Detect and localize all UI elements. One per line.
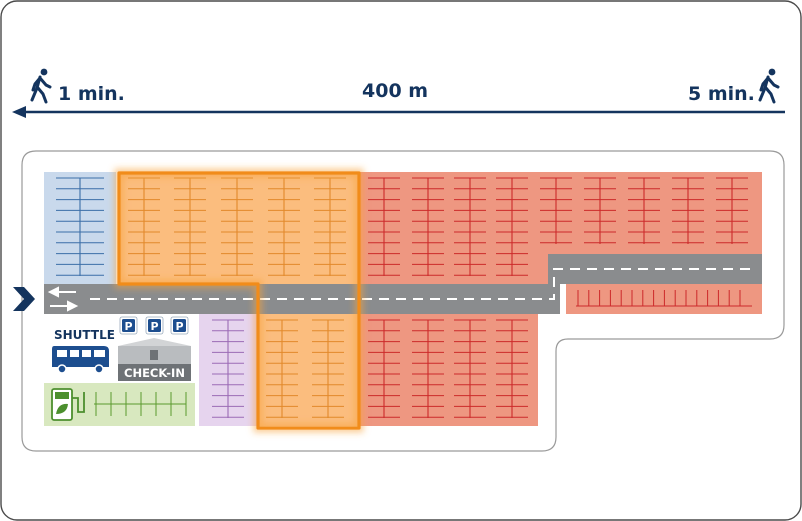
svg-text:P: P	[124, 320, 132, 333]
check-in-building-icon	[118, 338, 191, 381]
walk-distance: 400 m	[362, 80, 429, 102]
parking-sign-icon: P	[170, 316, 189, 335]
parking-stalls	[56, 177, 752, 418]
entrance-chevron-icon	[13, 287, 35, 311]
walking-person-icon	[30, 68, 52, 104]
shuttle-bus-icon	[52, 346, 109, 374]
walk-time-left: 1 min.	[58, 83, 125, 105]
left-arrow-icon	[12, 106, 26, 118]
check-in-label: CHECK-IN	[124, 366, 185, 380]
parking-sign-icon: P	[119, 316, 138, 335]
walk-time-right: 5 min.	[688, 83, 755, 105]
walking-person-icon	[758, 68, 780, 104]
parking-sign-icon: P	[145, 316, 164, 335]
ev-charger-icon	[51, 388, 85, 421]
highlight-zone	[114, 168, 364, 433]
road-center-line	[90, 268, 752, 300]
svg-text:P: P	[150, 320, 158, 333]
distance-arrow	[12, 106, 785, 118]
road	[44, 254, 762, 314]
zone-orange-top	[119, 172, 359, 284]
zone-red-bottom	[360, 314, 538, 426]
parking-signs: P P P	[119, 316, 189, 335]
zone-orange-bottom	[258, 314, 359, 426]
two-way-arrows	[47, 286, 79, 312]
svg-text:P: P	[175, 320, 183, 333]
shuttle-label: SHUTTLE	[54, 328, 115, 342]
